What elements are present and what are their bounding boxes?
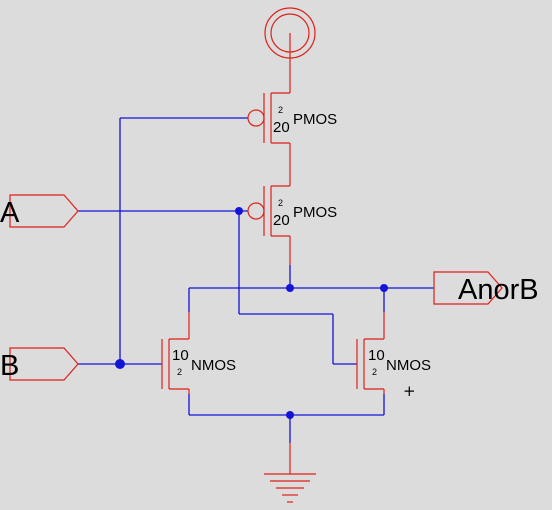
junction-b-node[interactable] bbox=[115, 359, 125, 369]
pmos-top-gate-bubble bbox=[247, 109, 265, 127]
pmos-transistor-top[interactable]: 2 20 PMOS bbox=[247, 58, 337, 172]
pmos-top-length: 2 bbox=[278, 105, 283, 115]
output-pin-anorb-label: AnorB bbox=[458, 274, 539, 306]
nmos-right-width: 10 bbox=[368, 347, 385, 364]
nmos-left-type: NMOS bbox=[191, 357, 236, 374]
input-pin-a[interactable]: A bbox=[0, 194, 79, 229]
input-pin-a-label: A bbox=[0, 197, 20, 229]
junction-a-gate[interactable] bbox=[235, 207, 243, 215]
pmos-top-type: PMOS bbox=[293, 111, 337, 128]
junction-output-center[interactable] bbox=[286, 284, 294, 292]
nmos-left-length: 2 bbox=[177, 367, 182, 377]
input-pin-b-label: B bbox=[0, 350, 19, 382]
junction-ground[interactable] bbox=[286, 411, 294, 419]
nmos-transistor-left[interactable]: 10 2 NMOS bbox=[161, 312, 236, 394]
nmos-right-length: 2 bbox=[372, 367, 377, 377]
pmos-bottom-length: 2 bbox=[278, 198, 283, 208]
pmos-bottom-gate-bubble bbox=[247, 202, 265, 220]
vdd-supply-symbol[interactable] bbox=[264, 7, 316, 59]
ground-symbol[interactable] bbox=[264, 443, 316, 503]
cursor-crosshair-marker: + bbox=[403, 382, 416, 400]
input-pin-b[interactable]: B bbox=[0, 347, 79, 382]
pmos-transistor-bottom[interactable]: 2 20 PMOS bbox=[247, 172, 337, 265]
wires bbox=[78, 117, 434, 443]
pmos-top-width: 20 bbox=[273, 119, 290, 136]
nmos-transistor-right[interactable]: 10 2 NMOS bbox=[356, 312, 431, 394]
nmos-right-type: NMOS bbox=[386, 357, 431, 374]
pmos-bottom-width: 20 bbox=[273, 212, 290, 229]
output-pin-anorb[interactable]: AnorB bbox=[433, 271, 539, 306]
junctions bbox=[115, 207, 388, 419]
pmos-bottom-type: PMOS bbox=[293, 204, 337, 221]
nmos-left-width: 10 bbox=[172, 347, 189, 364]
junction-output-right[interactable] bbox=[380, 284, 388, 292]
